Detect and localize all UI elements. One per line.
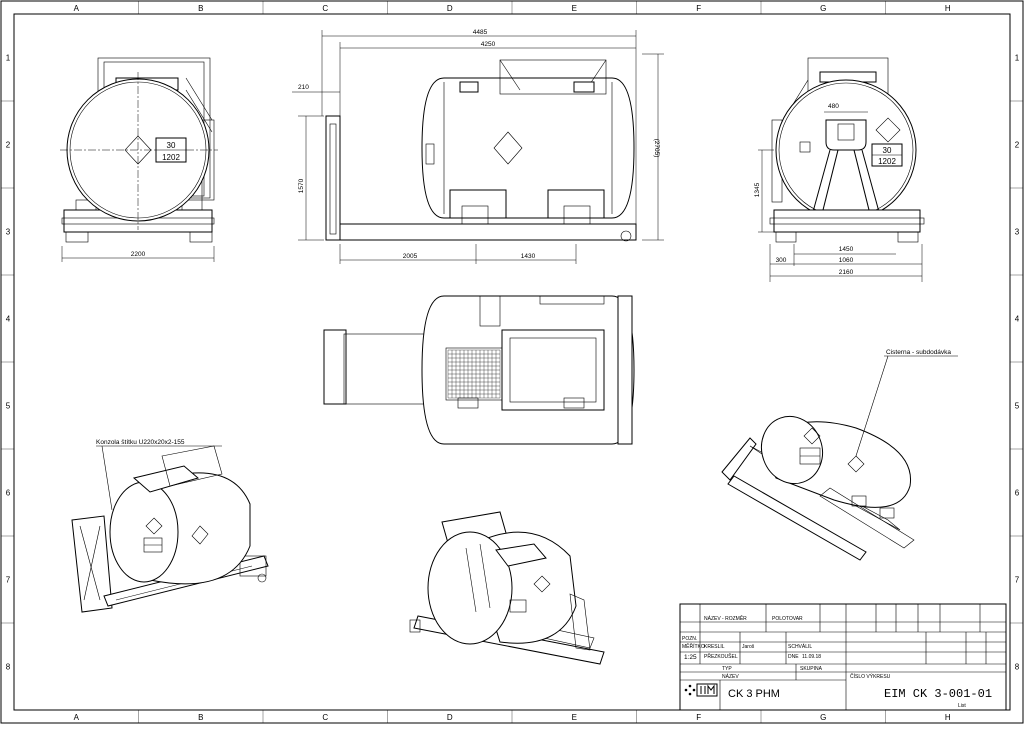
dim-axle-span-1: 2005 <box>403 253 418 260</box>
frame-col-label-bottom: D <box>447 713 453 722</box>
front-un-number: 1202 <box>162 153 180 162</box>
dim-rear-offset: 300 <box>776 257 787 264</box>
dim-rear-height: 1345 <box>754 182 761 197</box>
dim-rear-width: 2160 <box>839 269 854 276</box>
tb-header-note: POZN. <box>682 636 697 642</box>
tb-header-title: NÁZEV <box>722 673 739 680</box>
front-view: 30 1202 2200 <box>60 57 218 262</box>
frame-row-label-right: 3 <box>1015 228 1020 237</box>
frame-col-label-top: A <box>74 4 80 13</box>
tb-header-drawn: KRESLIL <box>704 644 725 650</box>
dim-rear-span-2: 1450 <box>839 246 854 253</box>
frame-row-label-right: 5 <box>1015 402 1020 411</box>
tb-drawn-by: Jaroš <box>742 644 755 650</box>
frame-row-label-left: 8 <box>6 663 11 672</box>
dim-overall-height: (2705) <box>653 139 660 158</box>
tb-header-scale: MĚŘÍTKO <box>682 642 705 650</box>
tb-header-stock: POLOTOVAR <box>772 616 803 622</box>
frame-row-label-left: 1 <box>6 54 11 63</box>
rear-hazard-number: 30 <box>883 146 892 155</box>
frame-col-label-top: E <box>572 4 577 13</box>
dim-hatch-width: 480 <box>828 103 839 110</box>
frame-row-label-right: 7 <box>1015 576 1020 585</box>
frame-row-label-right: 4 <box>1015 315 1020 324</box>
tb-date: 11.09.18 <box>802 654 821 660</box>
tb-header-type: TYP <box>722 666 732 672</box>
dim-rear-span-1: 1060 <box>839 257 854 264</box>
frame-col-label-top: G <box>820 4 826 13</box>
front-hazard-number: 30 <box>167 141 176 150</box>
frame-col-label-top: B <box>198 4 203 13</box>
dim-end-offset: 210 <box>298 84 309 91</box>
iso-view-center <box>409 511 605 665</box>
company-logo <box>684 683 718 697</box>
tb-sheet-label: List <box>958 703 966 709</box>
frame-col-label-bottom: F <box>696 713 701 722</box>
callout-console: Konzola štítku U220x20x2-155 <box>96 439 185 446</box>
frame-row-label-left: 4 <box>6 315 11 324</box>
tb-header-group: SKUPINA <box>800 666 823 672</box>
tb-scale: 1:25 <box>684 654 697 661</box>
top-view <box>323 295 635 445</box>
frame-col-label-top: C <box>322 4 328 13</box>
frame-col-label-bottom: A <box>74 713 80 722</box>
tb-header-approved: SCHVÁLIL <box>788 643 812 650</box>
dim-axle-span-2: 1430 <box>521 253 536 260</box>
frame-row-label-right: 1 <box>1015 54 1020 63</box>
callout-tank: Cisterna - subdodávka <box>886 349 951 356</box>
frame-row-label-right: 6 <box>1015 489 1020 498</box>
frame-col-label-top: D <box>447 4 453 13</box>
dim-overall-length: 4485 <box>473 29 488 36</box>
tb-drawing-number: EIM CK 3-001-01 <box>884 687 992 701</box>
tb-header-name: NÁZEV - ROZMĚR <box>704 614 747 622</box>
frame-col-label-top: F <box>696 4 701 13</box>
tb-header-checked: PŘEZKOUŠEL <box>704 652 738 660</box>
frame-col-label-bottom: H <box>945 713 951 722</box>
iso-view-right: Cisterna - subdodávka <box>721 349 958 561</box>
frame-col-label-top: H <box>945 4 951 13</box>
frame-row-label-left: 3 <box>6 228 11 237</box>
tb-header-date: DNE <box>788 654 799 660</box>
side-view: 4485 4250 210 (2705) 1570 2005 1430 <box>292 29 664 264</box>
frame-row-label-right: 8 <box>1015 663 1020 672</box>
frame-col-label-bottom: B <box>198 713 203 722</box>
iso-view-left: Konzola štítku U220x20x2-155 <box>71 439 269 613</box>
tb-title: CK 3 PHM <box>728 688 780 700</box>
frame-col-label-bottom: C <box>322 713 328 722</box>
dim-tank-height: 1570 <box>298 178 305 193</box>
tb-header-drawing-number: ČÍSLO VÝKRESU <box>850 673 891 680</box>
frame-row-label-right: 2 <box>1015 141 1020 150</box>
frame-row-label-left: 6 <box>6 489 11 498</box>
walkway-grating <box>447 349 501 399</box>
frame-labels: A A B B C C D D E E F F G G H H 1 1 2 2 3 3 4 4 5 5 6 6 7 7 8 8 <box>6 4 1020 722</box>
rear-view: 30 1202 480 1345 1450 300 1060 2160 <box>754 57 925 282</box>
dim-front-width: 2200 <box>131 251 146 258</box>
frame-col-label-bottom: E <box>572 713 577 722</box>
frame-row-label-left: 2 <box>6 141 11 150</box>
title-block: NÁZEV - ROZMĚR POLOTOVAR POZN. MĚŘÍTKO 1… <box>679 603 1007 711</box>
rear-un-number: 1202 <box>878 157 896 166</box>
frame-row-label-left: 7 <box>6 576 11 585</box>
frame-col-label-bottom: G <box>820 713 826 722</box>
dim-frame-length: 4250 <box>481 41 496 48</box>
frame-row-label-left: 5 <box>6 402 11 411</box>
